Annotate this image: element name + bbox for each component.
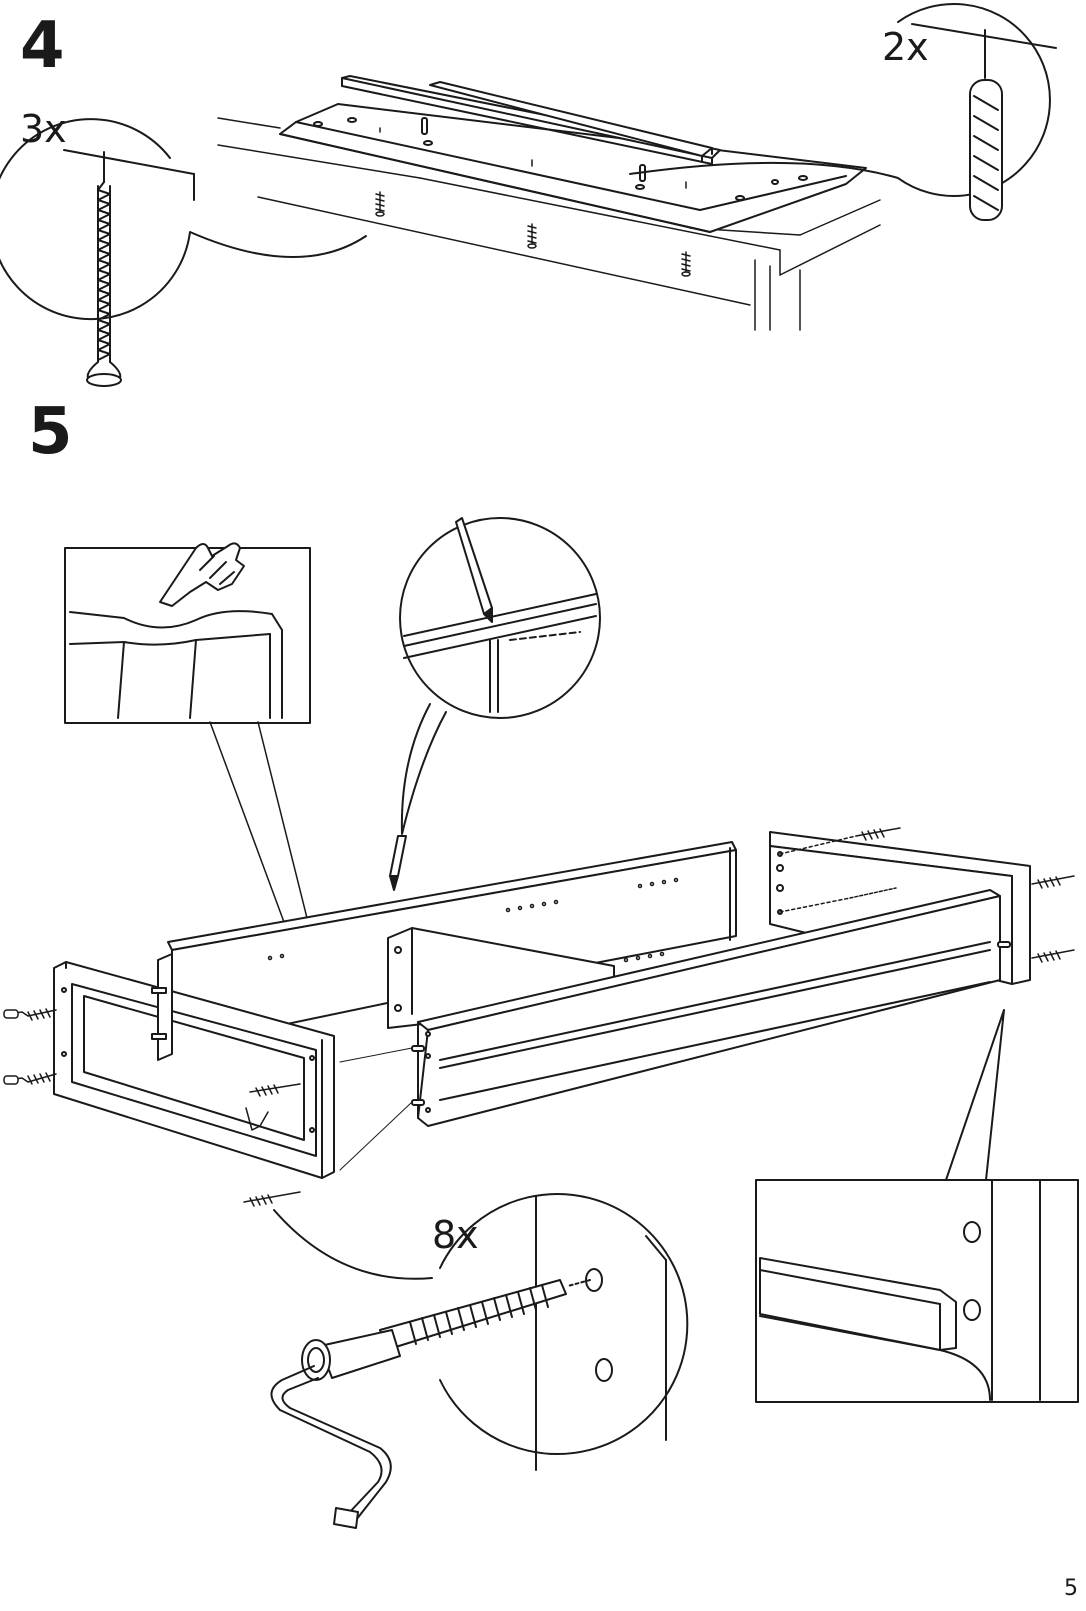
dowel-icon	[970, 30, 1002, 220]
screw-icon	[87, 152, 121, 386]
screw-callout	[0, 119, 366, 319]
rail-guide-lines	[340, 1048, 412, 1170]
step-4-illustration	[0, 4, 1056, 386]
pencil-mark-callout	[400, 518, 600, 834]
cam-bolt-icon	[302, 1280, 566, 1380]
joint-detail-box	[756, 1010, 1078, 1402]
allen-key-icon	[271, 1366, 390, 1528]
step-5-illustration	[4, 518, 1078, 1528]
